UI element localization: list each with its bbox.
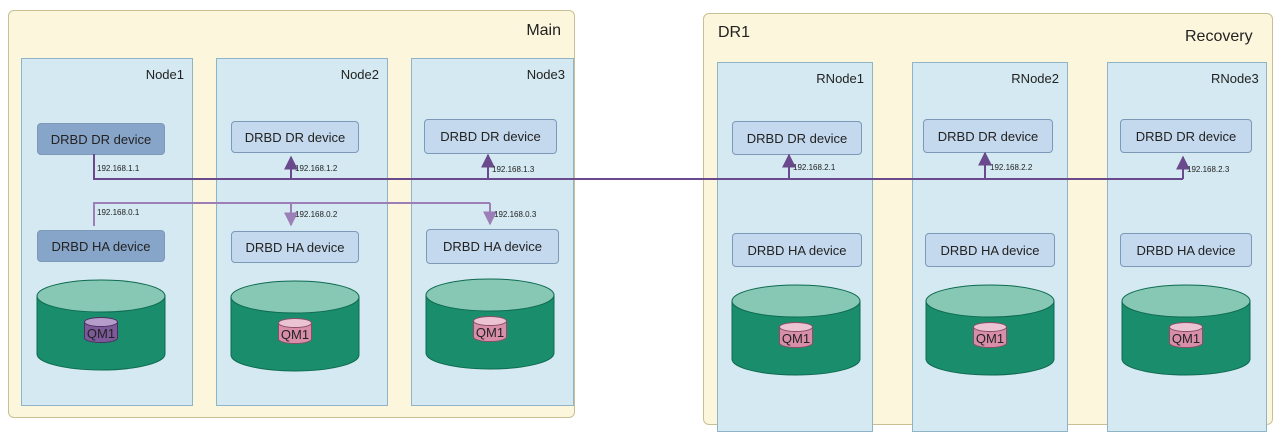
drbd-dr-device: DRBD DR device [1120,119,1252,153]
ip-label-node2-ha: 192.168.0.2 [295,210,338,219]
drbd-ha-device: DRBD HA device [925,233,1055,267]
node-label: Node2 [340,67,379,82]
node-node3: Node3 DRBD DR device DRBD HA device QM1 [411,58,574,406]
disk-cylinder: QM1 [731,284,861,376]
ip-label-rnode2-dr: 192.168.2.2 [990,163,1033,172]
node-label: Node1 [145,67,184,82]
disk-cylinder: QM1 [925,284,1055,376]
node-rnode1: RNode1 DRBD DR device DRBD HA device QM1 [717,62,873,432]
node-node2: Node2 DRBD DR device DRBD HA device QM1 [216,58,388,406]
queue-manager: QM1 [473,316,507,342]
ip-label-rnode3-dr: 192.168.2.3 [1187,165,1230,174]
disk-cylinder: QM1 [36,279,166,371]
drbd-dr-device: DRBD DR device [37,123,165,155]
ip-label-rnode1-dr: 192.168.2.1 [793,163,836,172]
site-main: Main Node1 DRBD DR device DRBD HA device… [8,10,575,418]
queue-manager: QM1 [973,322,1007,348]
ha-replication-line [93,202,490,226]
queue-manager-label: QM1 [280,326,310,342]
disk-cylinder: QM1 [425,278,555,370]
drbd-dr-device: DRBD DR device [424,119,557,154]
node-label: RNode1 [816,71,864,86]
queue-manager: QM1 [84,317,118,343]
queue-manager-label: QM1 [475,324,505,340]
ip-label-node3-ha: 192.168.0.3 [494,210,537,219]
ip-label-node1-dr: 192.168.1.1 [97,164,140,173]
node-rnode3: RNode3 DRBD DR device DRBD HA device QM1 [1107,62,1267,432]
queue-manager: QM1 [1169,322,1203,348]
drbd-ha-device: DRBD HA device [732,233,862,267]
queue-manager-label: QM1 [1171,330,1201,346]
drbd-dr-device: DRBD DR device [732,121,862,155]
dr-replication-line [93,154,1183,180]
site-dr1: DR1 Recovery RNode1 DRBD DR device DRBD … [703,13,1273,432]
queue-manager-label: QM1 [975,330,1005,346]
queue-manager: QM1 [779,322,813,348]
queue-manager-label: QM1 [781,330,811,346]
drbd-dr-device: DRBD DR device [923,119,1053,153]
node-label: RNode2 [1011,71,1059,86]
site-label-dr1: DR1 [718,24,751,41]
replication-links [93,151,1190,227]
ip-label-node3-dr: 192.168.1.3 [492,165,535,174]
node-rnode2: RNode2 DRBD DR device DRBD HA device QM1 [912,62,1068,432]
ip-label-node1-ha: 192.168.0.1 [97,208,140,217]
node-node1: Node1 DRBD DR device DRBD HA device QM1 [21,58,193,406]
drbd-ha-device: DRBD HA device [1120,233,1252,267]
ip-label-node2-dr: 192.168.1.2 [295,164,338,173]
queue-manager: QM1 [278,318,312,344]
queue-manager-label: QM1 [86,325,116,341]
node-label: Node3 [526,67,565,82]
drbd-ha-device: DRBD HA device [37,230,165,262]
site-role-recovery: Recovery [1185,28,1253,45]
disk-cylinder: QM1 [1121,284,1251,376]
drbd-ha-device: DRBD HA device [231,231,359,263]
drbd-dr-device: DRBD DR device [231,121,359,153]
site-label-main: Main [526,22,561,39]
node-label: RNode3 [1211,71,1259,86]
disk-cylinder: QM1 [230,280,360,372]
drbd-ha-device: DRBD HA device [426,229,559,264]
